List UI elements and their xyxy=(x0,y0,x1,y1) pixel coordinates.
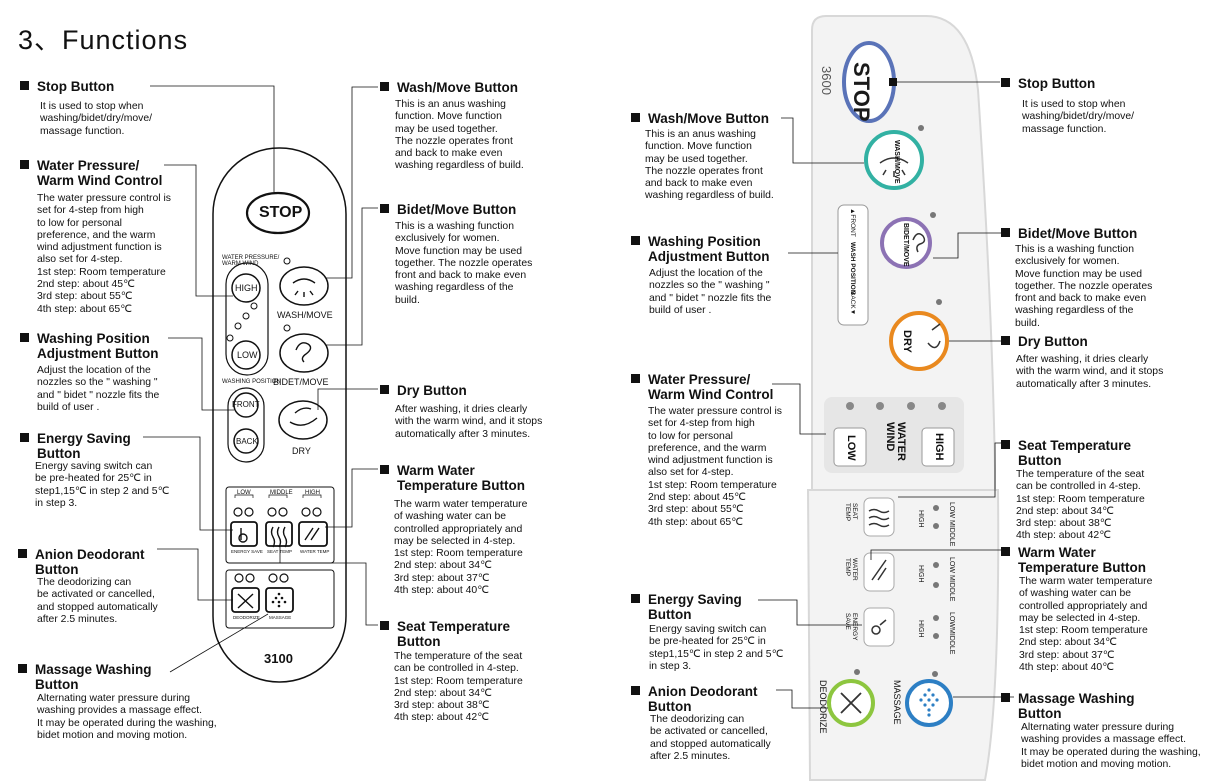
left-seat-temp-label: SEAT TEMP xyxy=(267,549,293,554)
right-level-low-1: LOW xyxy=(948,502,955,518)
left-high-button[interactable]: HIGH xyxy=(235,283,258,293)
wash-title-left: Wash/Move Button xyxy=(380,80,518,95)
left-back-button[interactable]: BACK xyxy=(236,437,258,446)
right-water-temp-label: WATER TEMP xyxy=(844,558,858,581)
right-wash-move-button[interactable]: WASH/MOVE xyxy=(893,140,900,184)
dry-title-left: Dry Button xyxy=(380,383,467,398)
right-bidet-move-button[interactable]: BIDET/MOVE xyxy=(902,223,909,267)
wash-desc-left: This is an anus washing function. Move f… xyxy=(395,99,524,172)
stop-desc-left: It is used to stop when washing/bidet/dr… xyxy=(40,101,153,137)
left-bidet-move-label: BIDET/MOVE xyxy=(273,377,329,387)
left-energy-save-label: ENERGY SAVE xyxy=(231,549,263,554)
anion-desc-left: The deodorizing can be activated or canc… xyxy=(37,577,158,625)
left-bracket-middle: MIDDLE xyxy=(270,490,293,496)
right-level-low-2: LOW xyxy=(948,557,955,573)
left-washing-position-label: WASHING POSITION xyxy=(222,379,281,385)
seat-desc-right: The temperature of the seat can be contr… xyxy=(1016,469,1145,542)
water-pressure-title-right: Water Pressure/Warm Wind Control xyxy=(631,372,773,402)
seat-desc-left: The temperature of the seat can be contr… xyxy=(394,651,523,724)
left-model-number: 3100 xyxy=(264,651,293,666)
right-level-middle-2: MIDDLE xyxy=(948,575,955,602)
right-level-middle-1: MIDDLE xyxy=(948,520,955,547)
page-heading: 3、Functions xyxy=(18,25,189,55)
dry-title-right: Dry Button xyxy=(1001,334,1088,349)
right-wash-position-label: WASH POSITION xyxy=(849,242,856,295)
dry-desc-right: After washing, it dries clearly with the… xyxy=(1016,354,1164,390)
massage-desc-right: Alternating water pressure during washin… xyxy=(1021,722,1201,770)
left-deodorize-label: DEODORIZE xyxy=(233,615,260,620)
left-dry-label: DRY xyxy=(292,446,311,456)
right-back-button[interactable]: BACK▼ xyxy=(849,291,856,316)
right-level-high-2: HIGH xyxy=(917,565,924,583)
bidet-title-left: Bidet/Move Button xyxy=(380,202,516,217)
right-seat-temp-label: SEAT TEMP xyxy=(844,503,858,522)
stop-desc-right: It is used to stop when washing/bidet/dr… xyxy=(1022,99,1135,135)
left-wash-move-label: WASH/MOVE xyxy=(277,310,333,320)
right-dry-button[interactable]: DRY xyxy=(901,330,913,353)
energy-desc-left: Energy saving switch can be pre-heated f… xyxy=(35,461,170,509)
bidet-title-right: Bidet/Move Button xyxy=(1001,226,1137,241)
washing-position-desc-right: Adjust the location of the nozzles so th… xyxy=(649,268,772,316)
right-water-wind-label: WATER WIND xyxy=(884,422,907,461)
left-bracket-low: LOW xyxy=(237,490,251,496)
right-level-high-3: HIGH xyxy=(917,620,924,638)
left-water-temp-label: WATER TEMP xyxy=(300,549,330,554)
right-level-high-1: HIGH xyxy=(917,510,924,528)
right-model-number: 3600 xyxy=(819,66,834,95)
water-pressure-desc-right: The water pressure control is set for 4-… xyxy=(648,406,782,528)
right-energy-save-label: ENERGY SAVE xyxy=(844,613,858,641)
warm-water-desc-left: The warm water temperature of washing wa… xyxy=(394,499,528,597)
right-low-button[interactable]: LOW xyxy=(845,435,857,461)
right-front-button[interactable]: ▲FRONT xyxy=(849,208,856,237)
left-low-button[interactable]: LOW xyxy=(237,350,258,360)
left-stop-button[interactable]: STOP xyxy=(259,204,303,221)
water-pressure-desc-left: The water pressure control is set for 4-… xyxy=(37,193,171,315)
right-massage-button[interactable]: MASSAGE xyxy=(892,680,902,725)
bidet-desc-right: This is a washing function exclusively f… xyxy=(1015,244,1153,329)
bidet-desc-left: This is a washing function exclusively f… xyxy=(395,221,533,306)
right-level-middle-3: MIDDLE xyxy=(948,628,955,655)
left-massage-label: MASSAGE xyxy=(269,615,292,620)
right-stop-button[interactable]: STOP xyxy=(849,62,874,122)
dry-desc-left: After washing, it dries clearly with the… xyxy=(395,404,543,440)
right-high-button[interactable]: HIGH xyxy=(933,433,945,461)
warm-water-desc-right: The warm water temperature of washing wa… xyxy=(1019,576,1153,674)
water-pressure-title-left: Water Pressure/Warm Wind Control xyxy=(20,158,162,188)
right-deodorize-button[interactable]: DEODORIZE xyxy=(818,680,828,734)
wash-title-right: Wash/Move Button xyxy=(631,111,769,126)
stop-title-right: Stop Button xyxy=(1001,76,1095,91)
anion-desc-right: The deodorizing can be activated or canc… xyxy=(650,714,771,762)
washing-position-desc-left: Adjust the location of the nozzles so th… xyxy=(37,365,160,413)
right-level-low-3: LOW xyxy=(948,612,955,628)
stop-title-left: Stop Button xyxy=(20,79,114,94)
left-bracket-high: HIGH xyxy=(305,490,320,496)
left-water-pressure-label: WATER PRESSURE/ WARM WIND xyxy=(222,255,280,267)
wash-desc-right: This is an anus washing function. Move f… xyxy=(645,129,774,202)
left-front-button[interactable]: FRONT xyxy=(232,400,260,409)
energy-desc-right: Energy saving switch can be pre-heated f… xyxy=(649,624,784,672)
massage-desc-left: Alternating water pressure during washin… xyxy=(37,693,217,741)
